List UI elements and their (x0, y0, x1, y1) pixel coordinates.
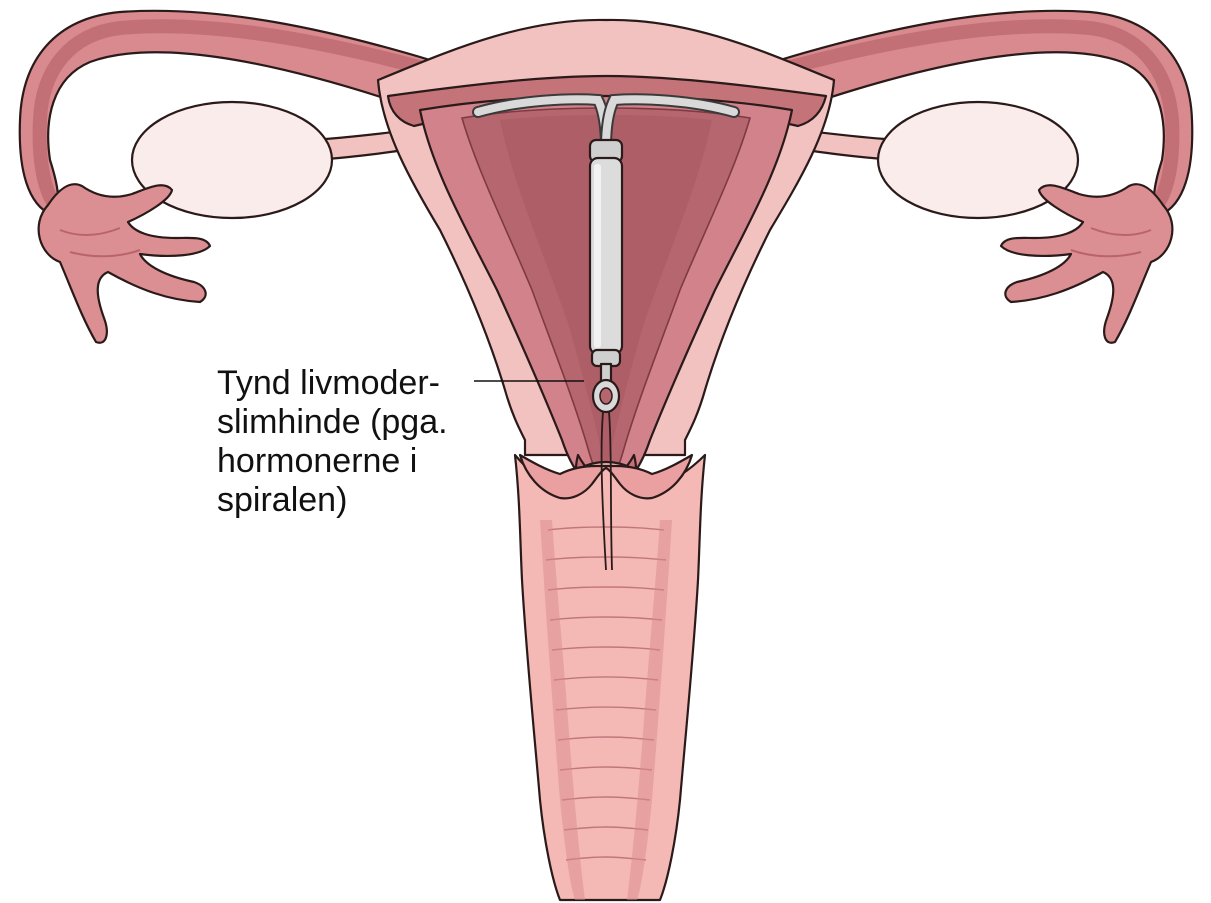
label-line-2: slimhinde (pga. (217, 403, 448, 441)
label-line-3: hormonerne i (217, 442, 417, 480)
label-line-4: spiralen) (217, 481, 347, 519)
label-line-1: Tynd livmoder- (217, 364, 440, 402)
